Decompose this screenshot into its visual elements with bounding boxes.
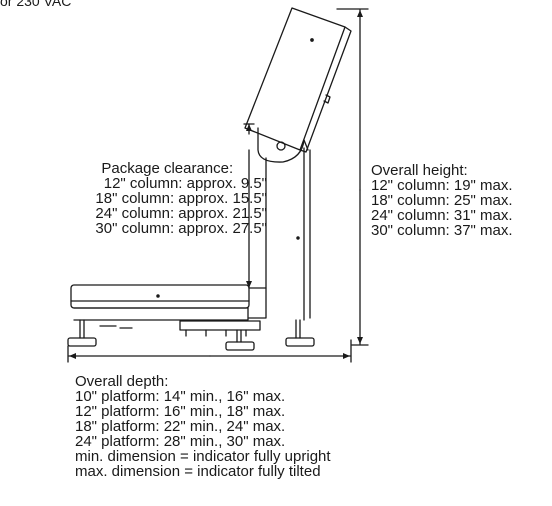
overall-depth-line: max. dimension = indicator fully tilted xyxy=(75,463,321,480)
overall-depth-title: Overall depth: xyxy=(75,373,169,390)
overall-height-label: Overall height: 12" column: 19" max. 18"… xyxy=(371,163,513,238)
column-bracket xyxy=(257,127,309,163)
package-clearance-label: Package clearance: 12" column: approx. 9… xyxy=(95,161,267,236)
overall-depth-label: Overall depth: 10" platform: 14" min., 1… xyxy=(75,374,331,479)
platform xyxy=(70,284,267,337)
indicator-head xyxy=(244,7,352,153)
overall-height-line: 24" column: 31" max. xyxy=(371,207,513,224)
overall-depth-line: 10" platform: 14" min., 16" max. xyxy=(75,388,286,405)
overall-height-dimension xyxy=(336,8,369,346)
package-clearance-line: 30" column: approx. 27.5" xyxy=(95,220,267,237)
overall-depth-line: 18" platform: 22" min., 24" max. xyxy=(75,418,286,435)
column xyxy=(265,147,311,321)
overall-depth-dimension xyxy=(67,339,352,363)
package-clearance-line: 12" column: approx. 9.5" xyxy=(103,175,267,192)
leveling-feet xyxy=(67,319,315,351)
overall-height-line: 30" column: 37" max. xyxy=(371,222,513,239)
overall-height-title: Overall height: xyxy=(371,162,468,179)
overall-depth-line: 24" platform: 28" min., 30" max. xyxy=(75,433,286,450)
overall-height-line: 18" column: 25" max. xyxy=(371,192,513,209)
overall-depth-line: 12" platform: 16" min., 18" max. xyxy=(75,403,286,420)
package-clearance-dimension xyxy=(243,123,255,289)
overall-height-line: 12" column: 19" max. xyxy=(371,177,513,194)
package-clearance-line: 24" column: approx. 21.5" xyxy=(95,205,267,222)
package-clearance-title: Package clearance: xyxy=(101,160,234,177)
overall-depth-line: min. dimension = indicator fully upright xyxy=(75,448,331,465)
package-clearance-line: 18" column: approx. 15.5" xyxy=(95,190,267,207)
top-note: or 230 VAC xyxy=(0,0,72,9)
